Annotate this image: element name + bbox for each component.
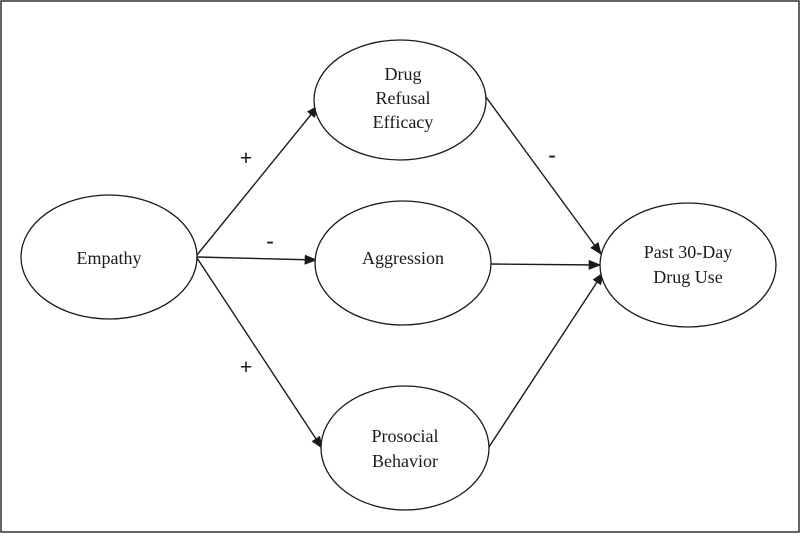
- node-empathy: Empathy: [20, 194, 198, 320]
- edge-empathy-to-drug-refusal-efficacy: [196, 105, 319, 256]
- sign-drug-refusal-efficacy-drug-use: -: [548, 142, 555, 167]
- node-prosocial-behavior: Prosocial Behavior: [320, 385, 490, 511]
- node-prosocial-behavior-line-2: Behavior: [372, 451, 438, 471]
- node-aggression: Aggression: [314, 200, 492, 326]
- sign-empathy-drug-refusal-efficacy: +: [240, 145, 253, 170]
- edge-aggression-to-drug-use: [489, 259, 602, 270]
- edge-empathy-to-aggression: [196, 254, 318, 265]
- node-drug-refusal-efficacy-line-1: Drug: [385, 64, 422, 84]
- sign-empathy-aggression: -: [266, 228, 273, 253]
- node-drug-refusal-efficacy-line-3: Efficacy: [373, 112, 434, 132]
- edge-prosocial-behavior-to-drug-use: [486, 271, 604, 451]
- node-empathy-label: Empathy: [77, 248, 142, 268]
- sign-empathy-prosocial-behavior: +: [240, 354, 253, 379]
- edge-empathy-to-prosocial-behavior: [196, 257, 323, 450]
- edge-drug-refusal-efficacy-to-drug-use: [482, 92, 602, 256]
- node-drug-refusal-efficacy-line-2: Refusal: [376, 88, 431, 108]
- node-aggression-label: Aggression: [362, 248, 444, 268]
- node-past-30-day-drug-use: Past 30-Day Drug Use: [599, 202, 777, 328]
- node-past-30-day-drug-use-line-2: Drug Use: [653, 267, 723, 287]
- node-drug-refusal-efficacy: Drug Refusal Efficacy: [313, 39, 487, 161]
- node-past-30-day-drug-use-line-1: Past 30-Day: [644, 242, 733, 262]
- node-prosocial-behavior-line-1: Prosocial: [372, 426, 439, 446]
